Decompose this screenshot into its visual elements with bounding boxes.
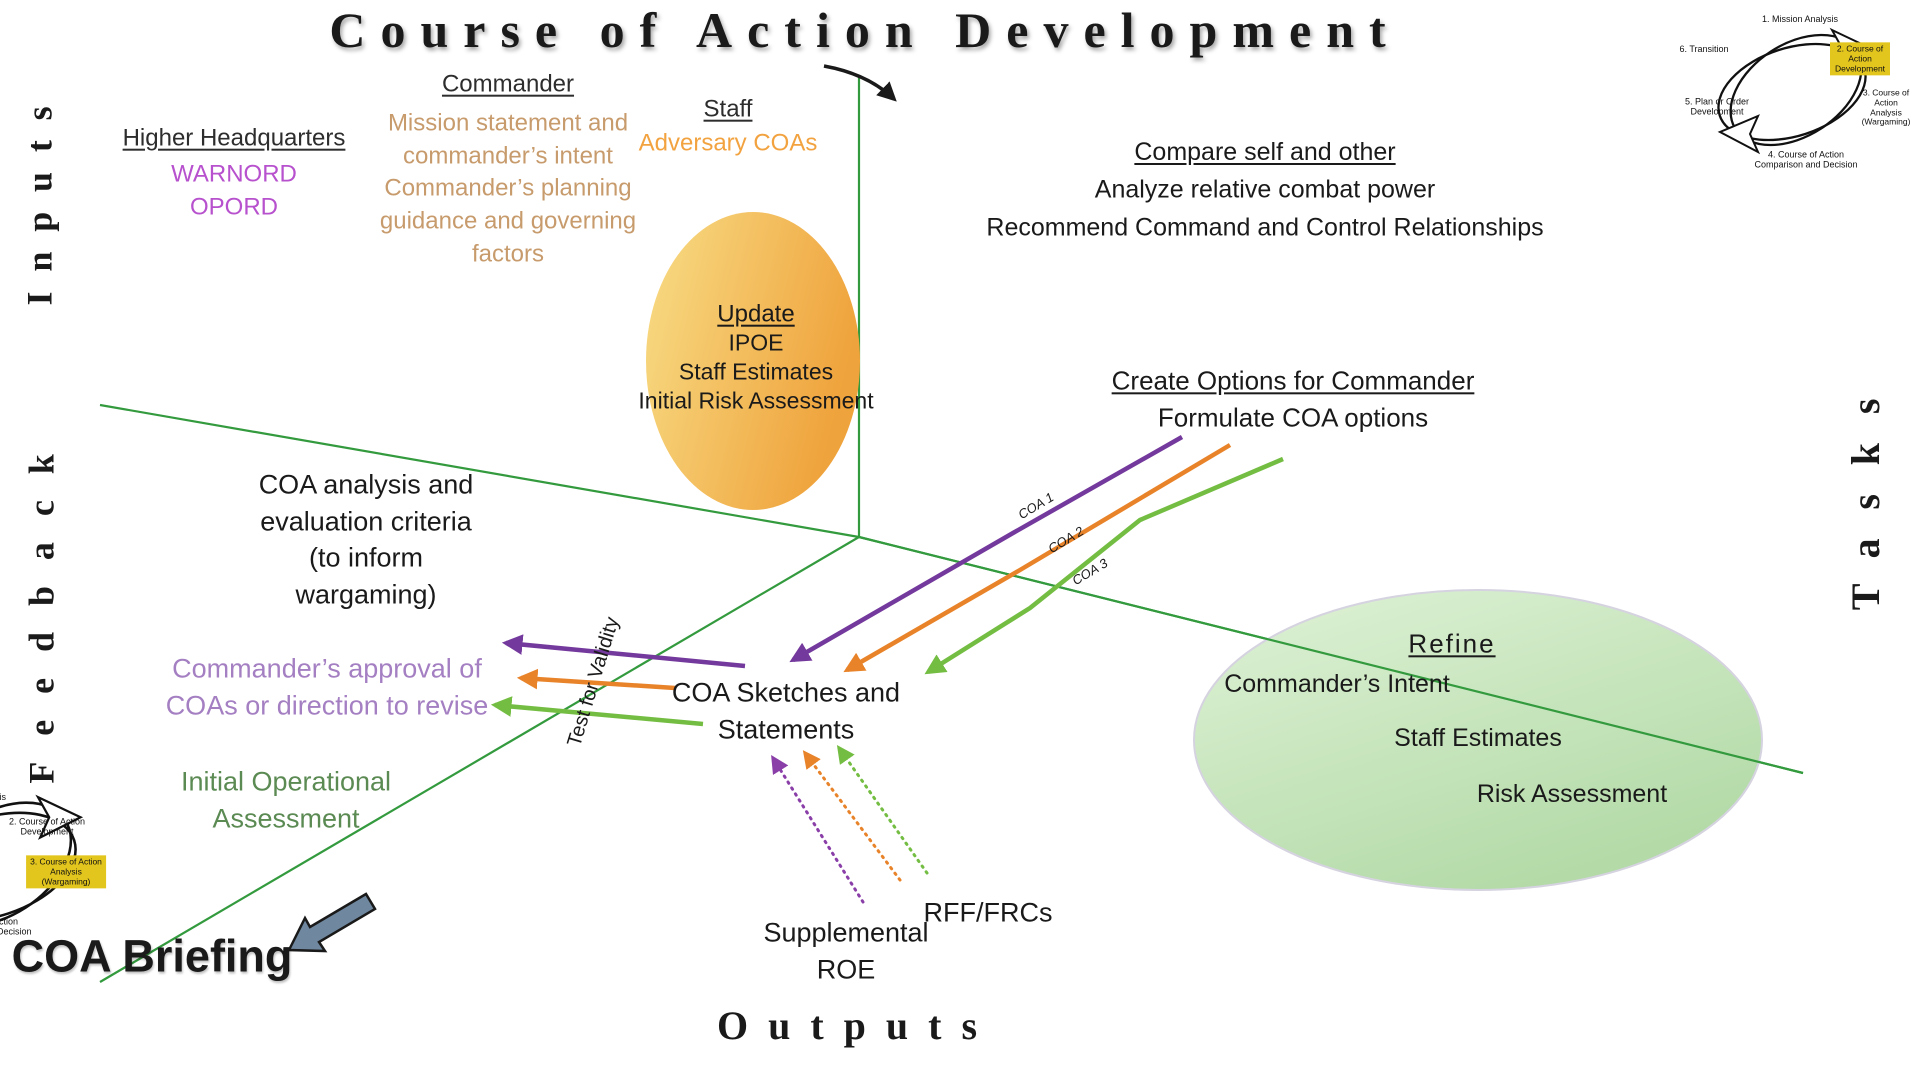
update-ellipse-items: IPOE Staff Estimates Initial Risk Assess…	[638, 329, 874, 414]
approval-arrow-green	[490, 696, 704, 727]
coa-analysis-evaluation-criteria: COA analysis and evaluation criteria (to…	[258, 469, 474, 610]
mdmp-top-step-2-highlighted: 2. Course of Action Development	[1830, 42, 1890, 76]
coa1-line	[789, 435, 1184, 663]
coa2-line	[843, 443, 1232, 673]
refine-item-commanders-intent: Commander’s Intent	[1224, 670, 1450, 698]
mdmp-top-step-1: 1. Mission Analysis	[1761, 13, 1839, 24]
axis-label-inputs: Inputs	[19, 86, 60, 306]
compare-heading: Compare self and other	[1134, 138, 1396, 166]
coa3-line	[924, 456, 1284, 675]
refine-ellipse	[1193, 589, 1763, 891]
staff-heading: Staff	[703, 95, 753, 123]
refine-item-risk-assessment: Risk Assessment	[1476, 780, 1668, 808]
approval-arrow-purple	[501, 634, 746, 669]
update-ellipse-heading: Update	[717, 300, 795, 328]
axis-label-outputs: Outputs	[716, 1002, 998, 1048]
compare-items: Analyze relative combat power Recommend …	[986, 175, 1544, 242]
create-options-heading: Create Options for Commander	[1111, 365, 1475, 396]
create-options-items: Formulate COA options	[1157, 402, 1429, 433]
axis-label-tasks: Tasks	[1842, 369, 1888, 611]
mdmp-bottom-step-4-clipped: 4. Course of Action Comparison and Decis…	[0, 916, 32, 937]
coa-option-lines	[789, 435, 1284, 675]
mdmp-cycle-arcs-top-right	[1704, 11, 1883, 169]
approval-arrow-orange	[516, 668, 676, 691]
dotted-arrow-purple	[771, 754, 865, 904]
coa-briefing-label: COA Briefing	[11, 930, 293, 982]
output-dotted-arrows	[771, 745, 929, 904]
commanders-approval-text: Commander’s approval of COAs or directio…	[165, 653, 489, 720]
initial-operational-assessment: Initial Operational Assessment	[180, 766, 392, 833]
mdmp-top-step-6: 6. Transition	[1679, 43, 1729, 54]
higher-headquarters-items: WARNORD OPORD	[171, 160, 297, 220]
coa-sketches-statements: COA Sketches and Statements	[671, 677, 901, 744]
mdmp-bottom-step-2: 2. Course of Action Development	[8, 816, 86, 837]
page-title: Course of Action Development	[329, 2, 1401, 58]
refine-ellipse-heading: Refine	[1408, 628, 1496, 659]
mdmp-top-step-5: 5. Plan or Order Development	[1684, 96, 1750, 117]
supplemental-roe-label: Supplemental ROE	[763, 917, 929, 984]
title-pointer-arrow	[823, 64, 897, 102]
briefing-block-arrow	[287, 892, 377, 953]
axis-label-feedback: Feedback	[21, 428, 62, 784]
mdmp-top-step-3: 3. Course of Action Analysis (Wargaming)	[1861, 87, 1911, 127]
higher-headquarters-heading: Higher Headquarters	[122, 124, 346, 152]
mdmp-bottom-step-1-clipped: 1. Mission Analysis	[0, 791, 7, 802]
commander-heading: Commander	[441, 70, 575, 98]
staff-items: Adversary COAs	[638, 129, 818, 157]
mdmp-top-step-4: 4. Course of Action Comparison and Decis…	[1754, 149, 1858, 170]
approval-arrows	[490, 634, 746, 727]
update-ellipse	[646, 212, 860, 510]
tasks-axis-overlay	[858, 535, 1804, 775]
mdmp-bottom-step-3-highlighted: 3. Course of Action Analysis (Wargaming)	[26, 855, 106, 889]
dotted-arrow-orange	[802, 750, 902, 882]
rff-frcs-label: RFF/FRCs	[923, 897, 1053, 928]
commander-items: Mission statement and commander’s intent…	[379, 109, 637, 267]
dotted-arrow-green	[836, 745, 929, 875]
refine-item-staff-estimates: Staff Estimates	[1394, 724, 1562, 752]
